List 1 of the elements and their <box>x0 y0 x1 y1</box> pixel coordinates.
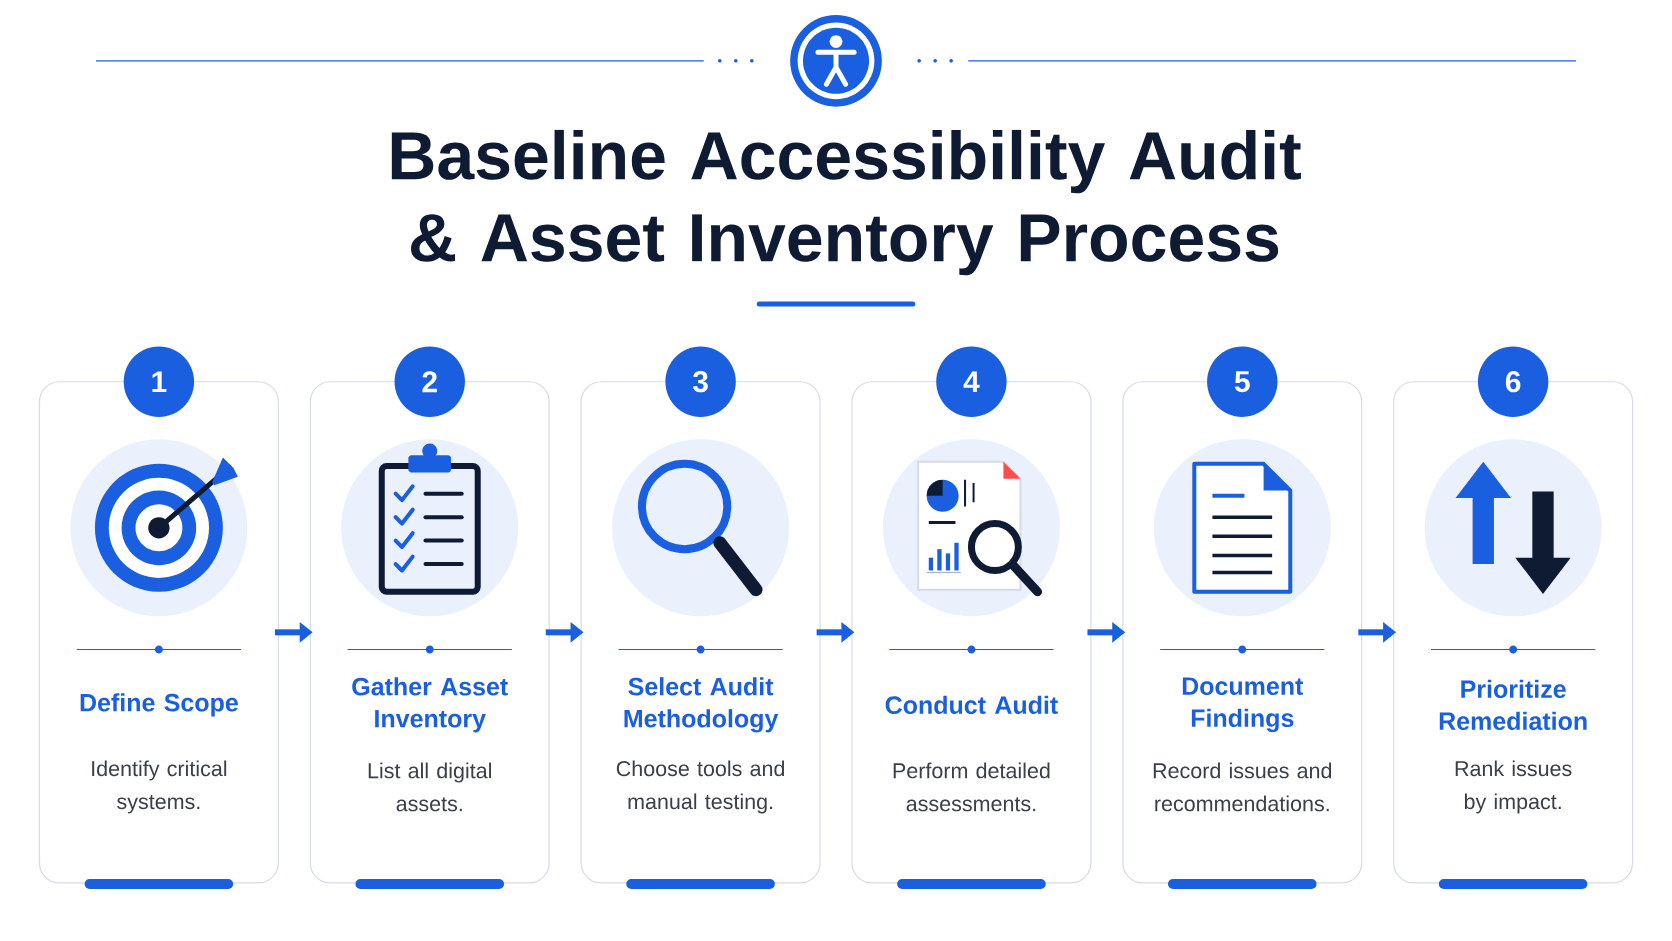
title: Baseline Accessibility Audit & Asset Inventory Process <box>391 129 1301 276</box>
